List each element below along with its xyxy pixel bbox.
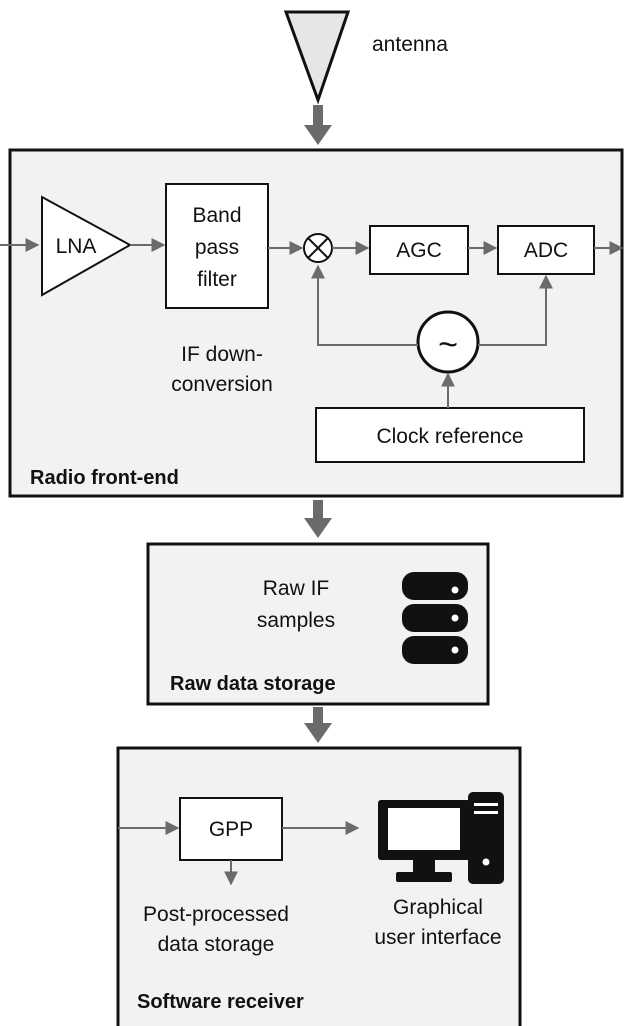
bandpass-filter-box [165, 183, 269, 309]
software-receiver-title: Software receiver [137, 991, 304, 1013]
storage-text-1: Raw IF [263, 577, 330, 600]
clock-reference-label: Clock reference [376, 425, 523, 448]
oscillator-symbol: ~ [438, 326, 458, 364]
bandpass-label-3: filter [197, 268, 237, 291]
clock-reference-box [315, 407, 585, 463]
lna-label: LNA [56, 235, 97, 258]
bandpass-label-1: Band [192, 204, 241, 227]
antenna-icon [283, 10, 351, 105]
lna-amplifier [41, 195, 133, 297]
storage-text-2: samples [257, 609, 335, 632]
raw-data-storage-title: Raw data storage [170, 673, 336, 695]
storage-to-receiver-arrow [304, 707, 332, 743]
adc-box [497, 225, 595, 275]
frontend-to-storage-arrow [304, 500, 332, 538]
agc-label: AGC [396, 239, 442, 262]
bandpass-label-2: pass [195, 236, 239, 259]
oscillator-icon [416, 310, 480, 374]
post-processed-label-2: data storage [158, 933, 275, 956]
antenna-to-frontend-arrow [304, 105, 332, 145]
oscillator-to-adc-arrow [478, 274, 553, 346]
mixer-caption-1: IF down- [181, 343, 263, 366]
mixer-icon [303, 233, 333, 263]
gui-label-1: Graphical [393, 896, 483, 919]
gui-label-2: user interface [374, 926, 501, 949]
desktop-computer-icon [378, 792, 504, 884]
mixer-caption-2: conversion [171, 373, 273, 396]
antenna-label: antenna [372, 33, 448, 56]
gpp-label: GPP [209, 818, 253, 841]
software-receiver-panel [116, 746, 522, 1026]
post-processed-label-1: Post-processed [143, 903, 289, 926]
database-icon [402, 572, 468, 664]
adc-label: ADC [524, 239, 568, 262]
agc-box [369, 225, 469, 275]
radio-front-end-title: Radio front-end [30, 467, 179, 489]
oscillator-to-mixer-arrow [311, 264, 418, 346]
